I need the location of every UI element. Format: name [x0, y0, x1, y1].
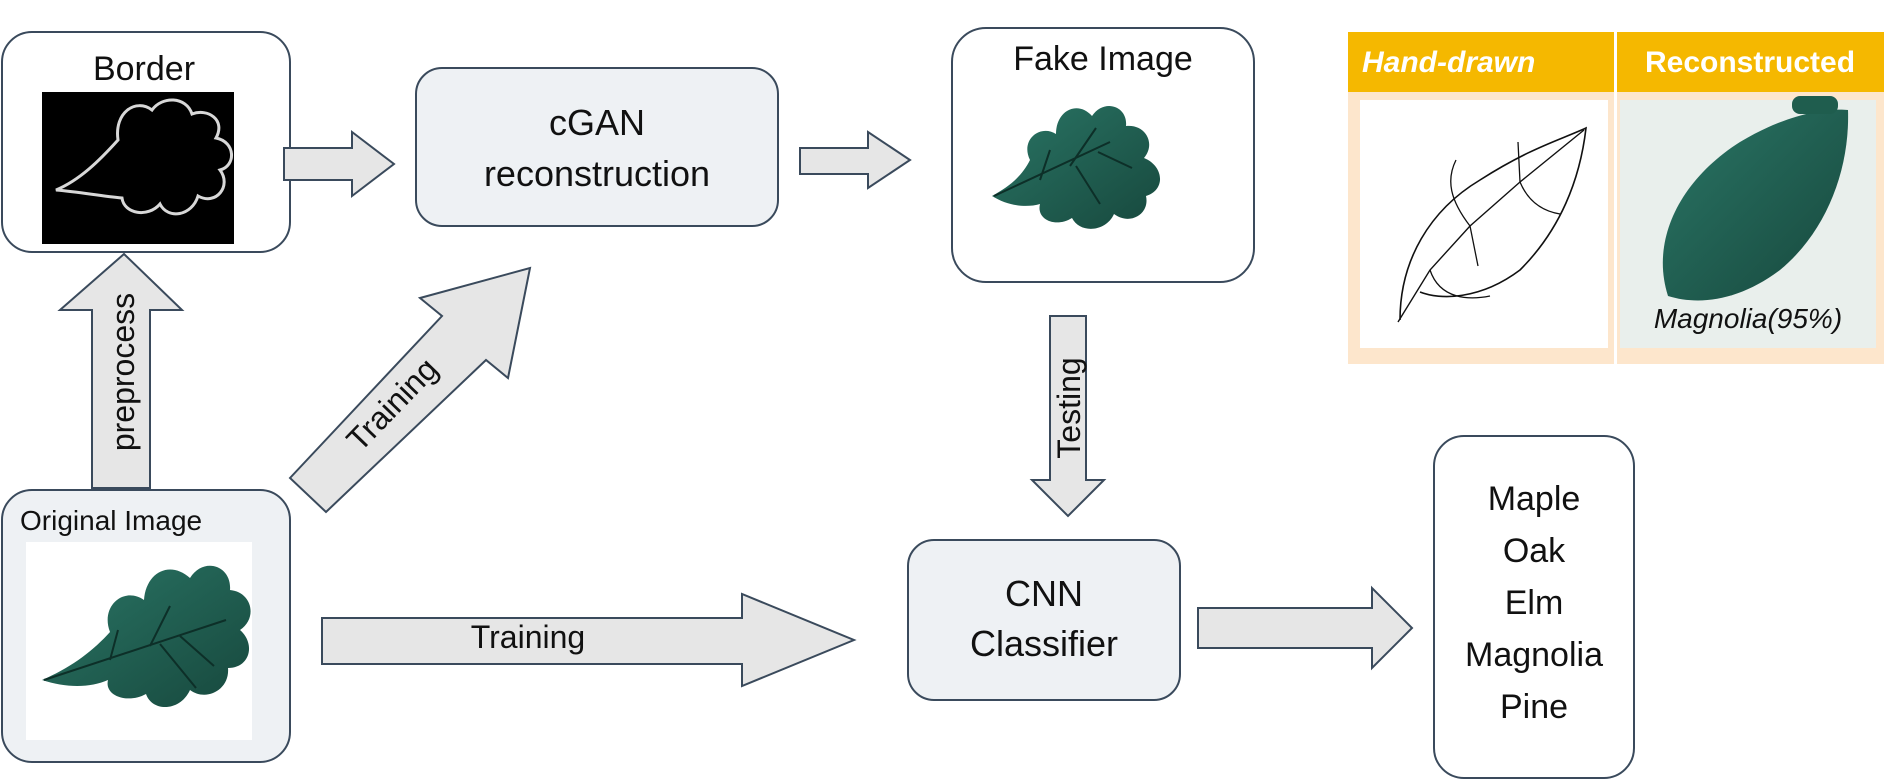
border-title: Border — [93, 50, 195, 88]
original-image-title: Original Image — [20, 505, 202, 536]
cgan-box: cGAN reconstruction — [415, 67, 779, 227]
cnn-line2: Classifier — [970, 623, 1118, 664]
reconstructed-leaf-image — [1620, 96, 1876, 348]
preprocess-arrow: preprocess — [57, 252, 185, 489]
class-item: Elm — [1505, 584, 1564, 622]
class-item: Oak — [1503, 532, 1566, 570]
inset-panel: Hand-drawn Reconstructed Magnolia(95%) — [1348, 32, 1884, 364]
cnn-line1: CNN — [1005, 573, 1083, 614]
border-image — [42, 92, 234, 244]
arrow-cgan-to-fake — [799, 130, 912, 190]
original-image-box: Original Image — [1, 489, 291, 763]
hand-drawn-sketch — [1360, 100, 1608, 348]
testing-label: Testing — [1051, 357, 1087, 458]
fake-image-box: Fake Image — [951, 27, 1255, 283]
fake-image-title: Fake Image — [1013, 40, 1193, 78]
training-horizontal-label: Training — [471, 619, 585, 655]
training-horizontal-arrow: Training — [321, 592, 857, 688]
inset-header-right: Reconstructed — [1645, 46, 1855, 79]
preprocess-label: preprocess — [105, 293, 141, 451]
border-box: Border — [1, 31, 291, 253]
cgan-line2: reconstruction — [484, 153, 710, 194]
testing-arrow: Testing — [1029, 315, 1107, 518]
class-item: Pine — [1500, 688, 1568, 726]
cnn-classifier-box: CNN Classifier — [907, 539, 1181, 701]
training-diagonal-arrow: Training — [288, 266, 532, 514]
cgan-line1: cGAN — [549, 102, 645, 143]
class-item: Magnolia — [1465, 636, 1603, 674]
class-item: Maple — [1488, 480, 1581, 518]
original-leaf-image — [26, 542, 252, 740]
inset-header-right-bg — [1617, 32, 1884, 92]
fake-leaf-image — [992, 105, 1161, 229]
inset-header-left: Hand-drawn — [1362, 46, 1535, 79]
inset-prediction: Magnolia(95%) — [1654, 303, 1842, 334]
arrow-cnn-to-classes — [1197, 585, 1414, 671]
classes-box: Maple Oak Elm Magnolia Pine — [1433, 435, 1635, 779]
inset-header-left-bg — [1348, 32, 1614, 92]
arrow-border-to-cgan — [283, 129, 396, 199]
